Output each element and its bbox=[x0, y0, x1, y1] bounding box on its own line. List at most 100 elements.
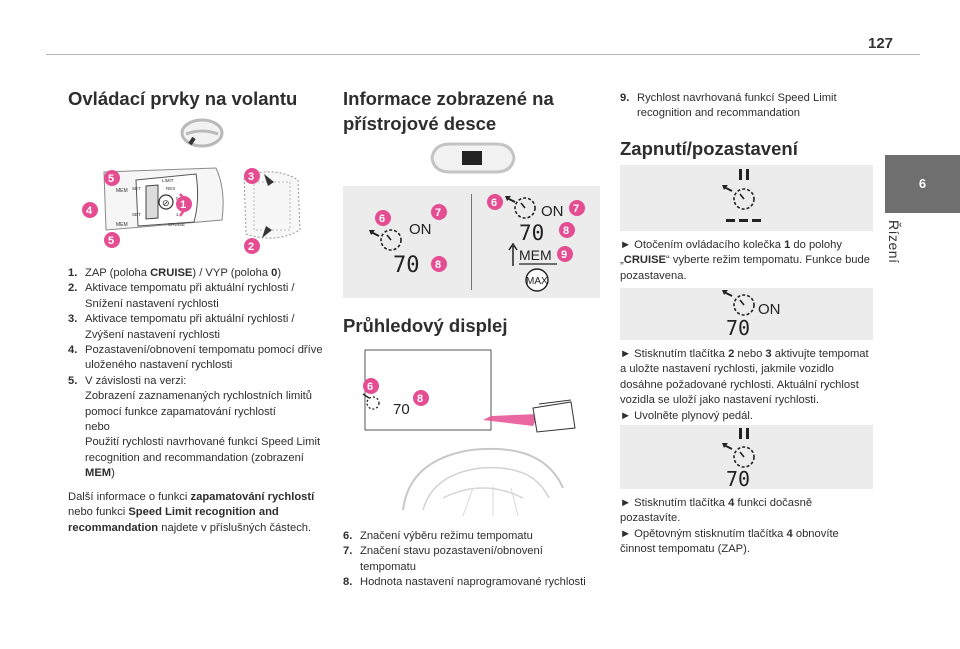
list-item-number: 3. bbox=[68, 313, 78, 326]
text-run: nebo bbox=[85, 421, 110, 434]
text-run: Další informace o funkci bbox=[68, 490, 191, 503]
bold-text: 1 bbox=[784, 239, 791, 251]
activation-step-1-text: ► Otočením ovládacího kolečka 1 do poloh… bbox=[620, 238, 873, 284]
section-heading-activation: Zapnutí/pozastavení bbox=[620, 138, 798, 159]
bold-text: CRUISE bbox=[150, 267, 193, 279]
text-run: Značení stavu pozastavení/obnovení tempo… bbox=[360, 545, 543, 573]
cruise-control-stalk-illustration: ⊘ MEM LIMIT RES SET SET MEM CRUISE 0 1 5… bbox=[82, 167, 301, 254]
text-run: ) / VYP (poloha bbox=[192, 267, 272, 279]
steering-wheel-icon bbox=[180, 118, 224, 148]
left-callout-7: 7 bbox=[435, 207, 441, 219]
controls-list: 1.ZAP (poloha CRUISE) / VYP (poloha 0)2.… bbox=[68, 266, 330, 482]
controls-list-block: 1.ZAP (poloha CRUISE) / VYP (poloha 0)2.… bbox=[68, 266, 330, 536]
text-run: ► Uvolněte plynový pedál. bbox=[620, 409, 753, 422]
list-item: 4.Pozastavení/obnovení tempomatu pomocí … bbox=[68, 343, 330, 374]
right-panel-speed-value: 70 bbox=[519, 221, 544, 245]
suspended-speed-value: 70 bbox=[726, 467, 750, 489]
left-panel-speed-value: 70 bbox=[393, 253, 420, 278]
switch-label-one: 1 bbox=[176, 212, 179, 217]
section-heading-instrument-panel: Informace zobrazené na přístrojové desce bbox=[343, 88, 554, 134]
text-run: Aktivace tempomatu při aktuální rychlost… bbox=[85, 313, 295, 341]
cruise-paused-icon bbox=[722, 169, 761, 222]
display-suspended-state: 70 bbox=[620, 425, 873, 489]
list-item: 1.ZAP (poloha CRUISE) / VYP (poloha 0) bbox=[68, 266, 330, 281]
text-run: najdete v příslušných částech. bbox=[158, 521, 312, 534]
text-run: Použití rychlosti navrhované funkcí Spee… bbox=[85, 436, 321, 464]
right-panel-mem-label: MEM bbox=[519, 247, 552, 263]
chapter-tab[interactable]: 6 bbox=[885, 155, 960, 213]
list-item-number: 2. bbox=[68, 282, 78, 295]
activation-step-3-text: ► Stisknutím tlačítka 4 funkci dočasně p… bbox=[620, 496, 873, 558]
left-panel-on-label: ON bbox=[409, 221, 432, 238]
activation-step-2: ► Stisknutím tlačítka 2 nebo 3 aktivujte… bbox=[620, 347, 873, 424]
right-callout-6: 6 bbox=[491, 197, 497, 209]
instrument-cluster-icon bbox=[430, 142, 516, 174]
switch-label-set-bottom: SET bbox=[132, 212, 141, 217]
section-heading-hud: Průhledový displej bbox=[343, 315, 508, 336]
list-item-number: 9. bbox=[620, 92, 630, 104]
display-active-state: ON 70 bbox=[620, 288, 873, 340]
text-run: ► Stisknutím tlačítka bbox=[620, 348, 729, 360]
switch-label-mem-bottom: MEM bbox=[116, 222, 128, 228]
hud-callout-6: 6 bbox=[367, 381, 373, 393]
list-item: 9. Rychlost navrhovaná funkcí Speed Limit… bbox=[620, 91, 873, 122]
hud-speed-value: 70 bbox=[393, 401, 410, 418]
text-run: do polohy „ bbox=[620, 239, 842, 267]
page-number: 127 bbox=[868, 35, 894, 52]
right-panel-on-label: ON bbox=[541, 203, 564, 220]
text-run: ► Opětovným stisknutím tlačítka bbox=[620, 527, 787, 540]
activation-step-2-text: ► Stisknutím tlačítka 2 nebo 3 aktivujte… bbox=[620, 347, 873, 424]
text-run: Hodnota nastavení naprogramované rychlos… bbox=[360, 576, 586, 589]
switch-label-res: RES bbox=[166, 186, 175, 191]
callout-5-bottom: 5 bbox=[108, 235, 114, 247]
text-run: ► Stisknutím tlačítka bbox=[620, 497, 729, 509]
list-item: 5.V závislosti na verzi:Zobrazení zaznam… bbox=[68, 374, 330, 482]
panel-divider bbox=[471, 194, 472, 290]
activation-step-3: ► Stisknutím tlačítka 4 funkci dočasně p… bbox=[620, 496, 873, 558]
text-run: Značení výběru režimu tempomatu bbox=[360, 530, 533, 542]
bold-text: MEM bbox=[85, 467, 112, 480]
bold-text: 0 bbox=[271, 267, 278, 279]
list-item-number: 5. bbox=[68, 374, 78, 387]
right-panel-max-label: MAX bbox=[526, 276, 548, 287]
text-run: nebo bbox=[734, 348, 766, 360]
bold-text: 4 bbox=[786, 527, 793, 540]
switch-label-mem-top: MEM bbox=[116, 188, 128, 194]
svg-text:⊘: ⊘ bbox=[162, 198, 170, 208]
list-item-number: 7. bbox=[343, 545, 353, 558]
callout-3: 3 bbox=[248, 171, 254, 183]
list-item: 8.Hodnota nastavení naprogramované rychl… bbox=[343, 575, 600, 590]
text-run: ZAP (poloha bbox=[85, 267, 151, 279]
list-item: 3. Aktivace tempomatu při aktuální rychlo… bbox=[68, 312, 330, 343]
text-run: nebo funkci bbox=[68, 506, 129, 519]
switch-label-cruise: CRUISE bbox=[168, 222, 185, 227]
right-callout-7: 7 bbox=[573, 203, 579, 215]
switch-label-zero: 0 bbox=[176, 196, 179, 201]
chapter-label-wrapper: Řízení bbox=[886, 220, 922, 320]
left-callout-6: 6 bbox=[379, 213, 385, 225]
activation-step-1: ► Otočením ovládacího kolečka 1 do poloh… bbox=[620, 238, 873, 284]
text-run: funkci dočasně pozastavíte. bbox=[620, 497, 813, 525]
head-up-display-illustration: 70 6 8 bbox=[362, 349, 576, 517]
text-run: Rychlost navrhovaná funkcí Speed Limit r… bbox=[637, 92, 837, 120]
bold-text: 2 bbox=[728, 348, 735, 360]
cruise-active-icon: ON 70 bbox=[722, 290, 781, 340]
bold-text: CRUISE bbox=[623, 254, 667, 267]
callout-2: 2 bbox=[248, 241, 254, 253]
callout-4: 4 bbox=[86, 205, 93, 217]
bold-text: 4 bbox=[728, 497, 735, 509]
callout-5-top: 5 bbox=[108, 173, 114, 185]
text-run: Zobrazení zaznamenaných rychlostních lim… bbox=[85, 390, 312, 418]
list-item: 2.Aktivace tempomatu při aktuální rychlo… bbox=[68, 281, 330, 312]
indicator-list-9: 9. Rychlost navrhovaná funkcí Speed Limit… bbox=[620, 91, 873, 122]
right-callout-9: 9 bbox=[561, 249, 567, 261]
display-paused-state bbox=[620, 165, 873, 231]
controls-note: Další informace o funkci zapamatování ry… bbox=[68, 490, 330, 536]
text-run: ) bbox=[111, 467, 115, 480]
callout-1: 1 bbox=[180, 199, 186, 211]
active-on-label: ON bbox=[758, 301, 781, 318]
active-speed-value: 70 bbox=[726, 316, 750, 340]
left-callout-8: 8 bbox=[435, 259, 441, 271]
